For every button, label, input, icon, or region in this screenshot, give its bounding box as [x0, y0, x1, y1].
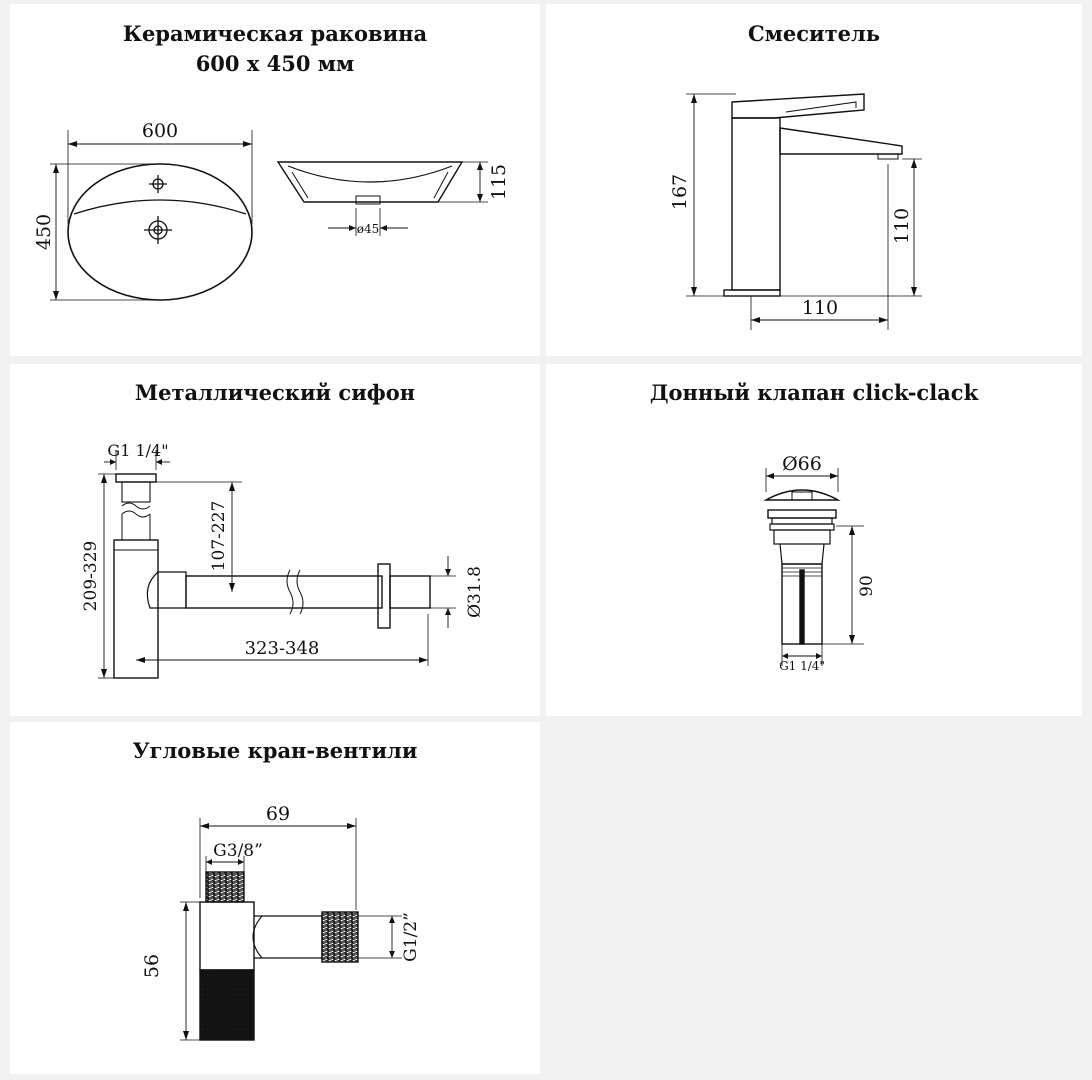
siphon-inlet-nut	[115, 473, 157, 483]
siphon-body	[113, 539, 159, 679]
mixer-body	[731, 117, 781, 291]
sink-bowl-edge	[73, 199, 247, 215]
panel-mixer: Смеситель 167 110	[546, 4, 1082, 356]
valve-height-dim: 90	[857, 575, 877, 597]
valve-cap	[763, 489, 841, 501]
mixer-spout-height-dim: 110	[891, 208, 913, 244]
angle-valve-inlet-thread	[205, 871, 245, 903]
siphon-title: Металлический сифон	[134, 380, 416, 405]
panel-siphon: Металлический сифон G	[10, 364, 540, 716]
angle-valve-drawing: 69 G3/8” 56 G1/2”	[141, 803, 421, 1041]
panel-angle-valve: Угловые кран-вентили	[10, 722, 540, 1074]
panel-empty	[546, 722, 1082, 1074]
sink-title-line1: Керамическая раковина	[122, 21, 428, 46]
mixer-drawing: 167 110 110	[669, 93, 922, 330]
panel-valve: Донный клапан click-clack Ø66	[546, 364, 1082, 716]
valve-drawing: Ø66 90 G1 1/4"	[763, 453, 877, 673]
angle-valve-outlet-thread	[321, 911, 359, 963]
valve-flange	[767, 509, 837, 519]
mixer-reach-dim: 110	[802, 297, 838, 319]
siphon-pipe-dia-dim: Ø31.8	[465, 566, 485, 618]
siphon-thread-dim: G1 1/4"	[107, 441, 168, 460]
sink-width-dim: 600	[142, 120, 178, 142]
mixer-spout	[779, 127, 903, 155]
angle-valve-inlet-thread-dim: G3/8”	[213, 841, 263, 861]
angle-valve-height-dim: 56	[141, 954, 163, 978]
angle-valve-knurl-handle	[199, 969, 255, 1041]
valve-cap-dim: Ø66	[782, 453, 822, 475]
siphon-length-dim: 323-348	[245, 638, 320, 659]
sink-drawing: 600 450 115 ø45	[33, 120, 510, 301]
sink-height-dim: 115	[488, 164, 510, 200]
sink-title-line2: 600 х 450 мм	[195, 51, 355, 76]
siphon-flange	[377, 563, 391, 629]
mixer-handle	[731, 93, 865, 119]
sink-depth-dim: 450	[33, 214, 55, 250]
angle-valve-title: Угловые кран-вентили	[132, 738, 418, 763]
valve-stem	[799, 569, 805, 645]
mixer-title: Смеситель	[747, 21, 881, 46]
sink-drain-dim: ø45	[357, 222, 380, 236]
angle-valve-outlet	[254, 915, 323, 959]
panel-sink: Керамическая раковина 600 х 450 мм 600 4…	[10, 4, 540, 356]
siphon-pipe	[185, 575, 383, 609]
mixer-base	[723, 289, 781, 297]
sink-title: Керамическая раковина 600 х 450 мм	[10, 19, 540, 79]
valve-title: Донный клапан click-clack	[649, 380, 979, 405]
angle-valve-body	[199, 901, 255, 971]
angle-valve-width-dim: 69	[266, 803, 290, 825]
angle-valve-outlet-thread-dim: G1/2”	[401, 912, 421, 962]
mixer-height-dim: 167	[669, 174, 691, 210]
siphon-drawing: G1 1/4" 209-329 107-227 Ø31.8 323-348	[81, 441, 485, 679]
siphon-inlet-height-dim: 107-227	[209, 501, 229, 572]
valve-thread-dim: G1 1/4"	[779, 659, 825, 673]
siphon-total-height-dim: 209-329	[81, 541, 101, 612]
